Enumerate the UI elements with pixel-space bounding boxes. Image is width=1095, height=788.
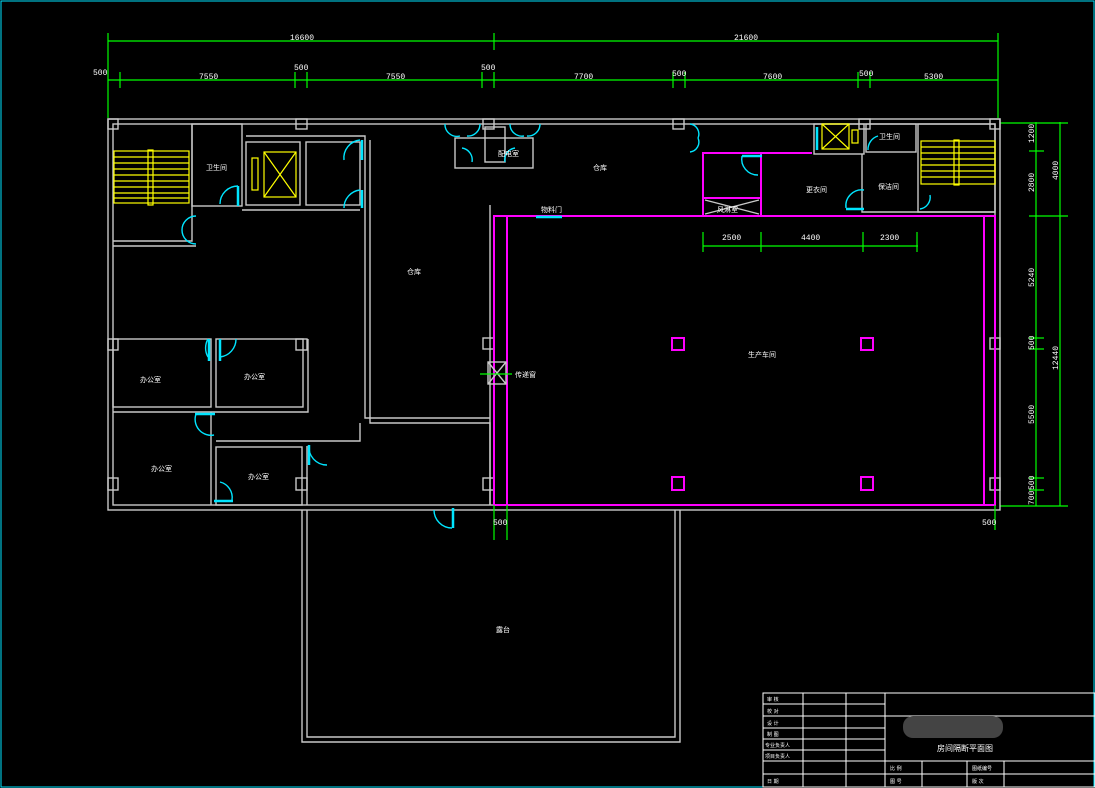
dim-right-detail: 500	[1028, 475, 1037, 490]
room-label-toilet-left: 卫生间	[206, 163, 227, 172]
title-block-row: 项目负责人	[765, 753, 790, 760]
walls	[107, 118, 1001, 743]
dim-right-detail: 500	[1028, 335, 1037, 350]
dim-right-detail: 1200	[1028, 124, 1037, 143]
room-label-changing-room: 更衣间	[806, 185, 827, 194]
dim-right-detail: 2800	[1028, 173, 1037, 192]
room-label-office: 办公室	[151, 464, 172, 473]
room-label-warehouse-left: 仓库	[407, 267, 421, 276]
dim-top-detail: 5300	[924, 73, 943, 82]
right-dimension-lines	[1000, 122, 1068, 507]
stair-right	[920, 139, 996, 186]
title-block-label: 比 例	[890, 765, 902, 772]
dim-bottom: 500	[982, 519, 997, 528]
dim-top-detail: 7550	[199, 73, 218, 82]
dim-inner: 2500	[722, 234, 741, 243]
elevator-right	[821, 123, 859, 150]
label-pass-window: 传递窗	[515, 370, 536, 379]
room-label-warehouse-top: 仓库	[593, 163, 607, 172]
pass-window	[480, 361, 512, 385]
dim-top-detail: 500	[93, 69, 108, 78]
room-label-production: 生产车间	[748, 350, 776, 359]
title-block-label: 版 次	[972, 778, 984, 785]
title-block-row: 审 核	[767, 696, 779, 703]
title-block-label: 图纸编号	[972, 765, 992, 772]
dim-top-detail: 500	[294, 64, 309, 73]
dim-inner: 2300	[880, 234, 899, 243]
title-block-row: 专业负责人	[765, 742, 790, 749]
dim-right-detail: 5240	[1028, 268, 1037, 287]
dim-right-detail: 5500	[1028, 405, 1037, 424]
top-dimension-lines	[107, 33, 999, 118]
title-block-row: 设 计	[767, 720, 779, 727]
title-block-row: 制 图	[767, 731, 779, 738]
dim-bottom: 500	[493, 519, 508, 528]
dim-top-overall-2: 21600	[734, 34, 758, 43]
inner-dimension-lines	[493, 232, 996, 540]
dim-top-detail: 500	[859, 70, 874, 79]
redacted-logo	[903, 716, 1003, 738]
dim-top-detail: 7550	[386, 73, 405, 82]
drawing-title: 房间隔断平面图	[937, 743, 993, 753]
clean-zone-walls	[493, 152, 996, 506]
room-label-cleaning-room: 保洁间	[878, 182, 899, 191]
label-material-door: 物料门	[541, 205, 562, 214]
room-label-toilet-right: 卫生间	[879, 132, 900, 141]
room-label-platform: 露台	[496, 625, 510, 634]
title-block-row: 日 期	[767, 779, 779, 785]
dim-top-detail: 500	[672, 70, 687, 79]
title-block-row: 校 对	[767, 708, 779, 715]
dim-inner: 4400	[801, 234, 820, 243]
room-label-office: 办公室	[244, 372, 265, 381]
air-shower-cross	[704, 199, 760, 215]
room-label-office: 办公室	[140, 375, 161, 384]
dim-right-detail: 700	[1028, 490, 1037, 505]
room-label-power-room: 配电室	[498, 149, 519, 158]
title-block-label: 图 号	[890, 779, 902, 785]
dim-right-overall: 4000	[1052, 161, 1061, 180]
doors	[181, 123, 931, 529]
dim-top-detail: 7700	[574, 73, 593, 82]
title-block	[762, 692, 1095, 788]
stair-left	[113, 149, 190, 206]
dim-top-detail: 500	[481, 64, 496, 73]
room-label-office: 办公室	[248, 472, 269, 481]
dim-top-detail: 7600	[763, 73, 782, 82]
room-label-air-shower: 风淋室	[717, 205, 738, 214]
dim-right-overall: 12440	[1052, 346, 1061, 370]
elevator-left	[251, 151, 297, 198]
dim-top-overall-1: 16600	[290, 34, 314, 43]
